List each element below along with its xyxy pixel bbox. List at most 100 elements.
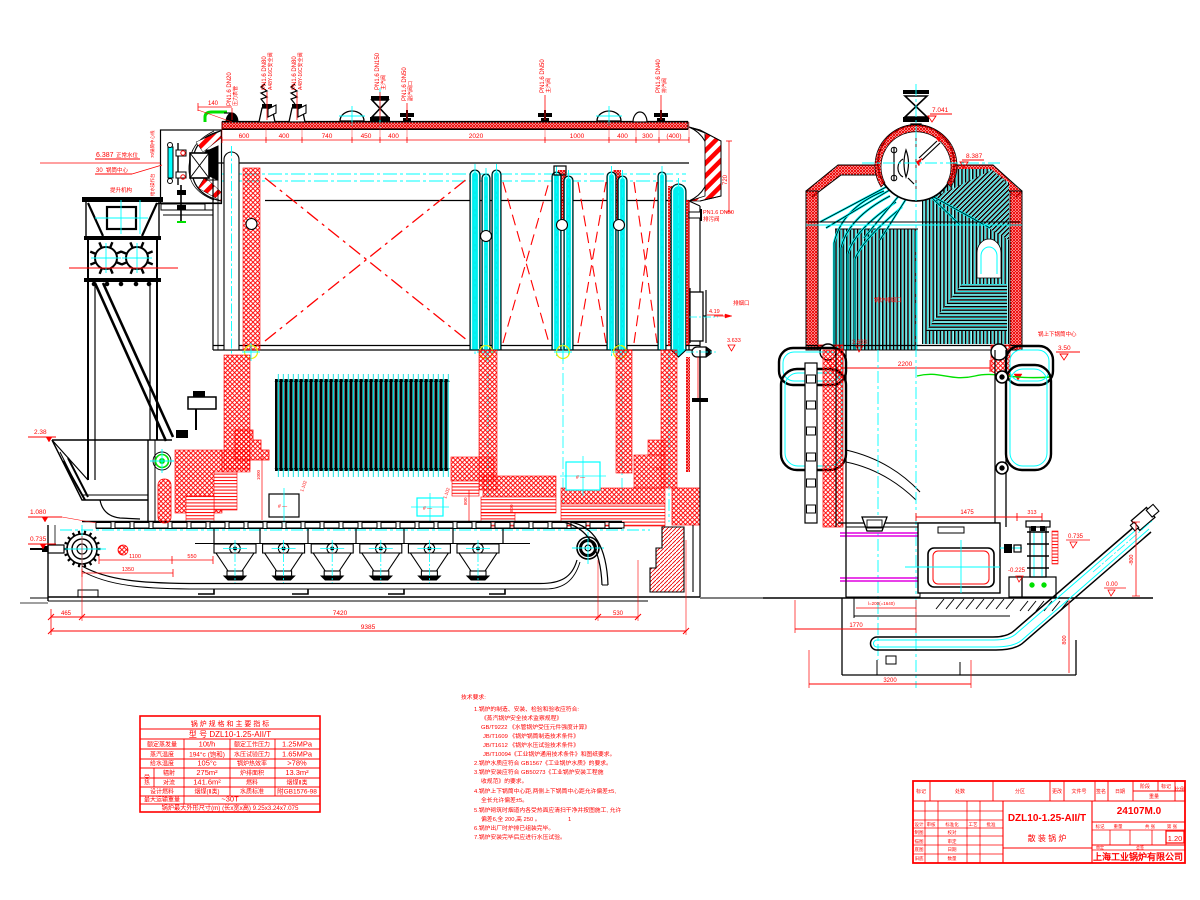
svg-text:水压试验压力: 水压试验压力	[234, 751, 270, 759]
svg-text:6.锅炉出厂时炉排已组装完毕。: 6.锅炉出厂时炉排已组装完毕。	[474, 824, 554, 832]
svg-text:3.633: 3.633	[727, 338, 741, 344]
svg-text:收规范》的要求。: 收规范》的要求。	[481, 777, 527, 785]
svg-text:JB/T10094《工业锅炉通用技术条件》和图纸要求。: JB/T10094《工业锅炉通用技术条件》和图纸要求。	[483, 750, 615, 758]
svg-text:额定工作压力: 额定工作压力	[234, 741, 270, 749]
svg-text:800: 800	[1062, 635, 1068, 644]
svg-text:3200: 3200	[883, 678, 897, 684]
svg-text:A48Y-16C安全阀: A48Y-16C安全阀	[297, 52, 304, 90]
svg-text:10t/h: 10t/h	[199, 740, 216, 749]
svg-text:设计: 设计	[915, 821, 924, 828]
svg-text:1: 1	[568, 817, 571, 823]
svg-text:1.102: 1.102	[299, 480, 308, 493]
svg-text:技术要求:: 技术要求:	[461, 693, 486, 701]
svg-text:最大运输重量: 最大运输重量	[144, 796, 180, 804]
svg-text:800: 800	[509, 504, 514, 512]
svg-text:烟煤Ⅱ类: 烟煤Ⅱ类	[287, 779, 308, 787]
svg-text:4.19: 4.19	[709, 309, 720, 315]
svg-text:锅炉排烟口: 锅炉排烟口	[874, 296, 902, 304]
svg-text:给水操作台: 给水操作台	[149, 173, 156, 196]
svg-text:副汽阀口: 副汽阀口	[407, 81, 414, 101]
svg-text:1.102: 1.102	[442, 487, 451, 500]
svg-text:比例: 比例	[1175, 786, 1185, 793]
svg-text:-0.225: -0.225	[1008, 568, 1026, 574]
svg-text:# —: # —	[576, 475, 585, 481]
svg-text:日期: 日期	[948, 847, 957, 853]
svg-text:主汽阀: 主汽阀	[545, 78, 552, 93]
svg-text:热: 热	[144, 779, 150, 787]
svg-text:1.80: 1.80	[652, 466, 661, 471]
svg-text:(400): (400)	[666, 133, 681, 140]
svg-text:上海工业锅炉有限公司: 上海工业锅炉有限公司	[1093, 851, 1183, 862]
svg-text:PN1.6 DN20: PN1.6 DN20	[227, 72, 233, 106]
svg-text:13.3m²: 13.3m²	[285, 768, 309, 777]
svg-text:设计燃料: 设计燃料	[150, 788, 174, 796]
svg-text:旧底: 旧底	[915, 855, 924, 862]
svg-text:A48Y-16C安全阀: A48Y-16C安全阀	[267, 52, 274, 90]
svg-text:300: 300	[642, 133, 653, 140]
svg-text:受: 受	[144, 773, 150, 781]
svg-text:800: 800	[463, 497, 468, 505]
svg-text:530: 530	[613, 611, 624, 617]
svg-text:24107M.0: 24107M.0	[1117, 806, 1162, 817]
svg-text:分区: 分区	[1015, 788, 1025, 795]
svg-text:1.65MPa: 1.65MPa	[282, 750, 313, 759]
svg-text:附GB1576-98: 附GB1576-98	[277, 787, 317, 796]
svg-text:740: 740	[322, 133, 333, 140]
svg-text:批准: 批准	[987, 821, 996, 828]
svg-text:550: 550	[187, 554, 196, 560]
svg-text:偏差6,全 200,高 250 。: 偏差6,全 200,高 250 。	[481, 815, 541, 823]
svg-text:对流: 对流	[163, 779, 175, 787]
svg-text:处数: 处数	[955, 788, 965, 795]
svg-text:主汽阀: 主汽阀	[380, 75, 387, 90]
svg-text:排烟口: 排烟口	[733, 299, 750, 307]
svg-text:DZL10-1.25-AII/T: DZL10-1.25-AII/T	[1008, 813, 1086, 824]
svg-text:文件号: 文件号	[1071, 788, 1086, 795]
svg-text:PN1.6 DN50: PN1.6 DN50	[703, 210, 734, 216]
svg-text:2.38: 2.38	[34, 429, 47, 436]
svg-text:提升机构: 提升机构	[110, 186, 133, 194]
svg-text:锅筒中心: 锅筒中心	[106, 166, 129, 174]
svg-text:型 号 DZL10-1.25-AII/T: 型 号 DZL10-1.25-AII/T	[189, 730, 271, 739]
svg-text:3.50: 3.50	[1058, 345, 1071, 352]
svg-text:锅 炉 规 格 和 主 要 指 标: 锅 炉 规 格 和 主 要 指 标	[191, 719, 270, 728]
svg-text:0.00: 0.00	[1106, 582, 1118, 588]
svg-text:标准化: 标准化	[945, 821, 959, 828]
svg-text:制图: 制图	[915, 829, 924, 836]
svg-text:给水温度: 给水温度	[150, 760, 174, 768]
svg-text:炉排面积: 炉排面积	[240, 769, 264, 777]
svg-text:l=200(=1640): l=200(=1640)	[868, 601, 895, 606]
svg-text:重量: 重量	[1114, 823, 1123, 830]
svg-text:描图: 描图	[915, 838, 924, 845]
svg-text:阶段: 阶段	[1140, 783, 1150, 790]
svg-text:3.锅炉安装应符合 GB50273《工业锅炉安装工程施: 3.锅炉安装应符合 GB50273《工业锅炉安装工程施	[474, 768, 604, 776]
svg-text:压力表管: 压力表管	[232, 86, 239, 106]
svg-text:全长允许偏差±5。: 全长允许偏差±5。	[481, 796, 528, 804]
svg-text:GB/T9222 《水管锅炉受压元件强度计算》: GB/T9222 《水管锅炉受压元件强度计算》	[481, 723, 590, 731]
svg-text:1000: 1000	[256, 469, 261, 480]
svg-text:7.锅炉安装完毕后应进行水压试验。: 7.锅炉安装完毕后应进行水压试验。	[474, 833, 566, 841]
svg-text:排污阀: 排污阀	[703, 215, 720, 223]
svg-text:燃料: 燃料	[246, 779, 258, 787]
svg-text:PN1.6 DN150: PN1.6 DN150	[375, 52, 381, 90]
svg-text:1350: 1350	[122, 567, 134, 573]
svg-text:日期: 日期	[1115, 789, 1125, 795]
svg-text:400: 400	[279, 133, 290, 140]
svg-text:1000: 1000	[570, 133, 585, 140]
svg-text:数量: 数量	[948, 855, 957, 862]
svg-text:排汽阀: 排汽阀	[661, 78, 668, 93]
svg-text:7.041: 7.041	[932, 107, 949, 114]
svg-text:1.25MPa: 1.25MPa	[282, 740, 313, 749]
svg-text:1.20: 1.20	[1168, 834, 1183, 843]
svg-text:70锅筒中心线: 70锅筒中心线	[149, 130, 156, 158]
svg-text:# —: # —	[278, 504, 287, 510]
svg-text:PN1.6 DN80: PN1.6 DN80	[292, 56, 298, 90]
svg-text:141.6m²: 141.6m²	[193, 778, 221, 787]
svg-text:720: 720	[723, 174, 729, 185]
svg-text:锅上下锅筒中心: 锅上下锅筒中心	[1038, 330, 1077, 338]
svg-text:# —: # —	[423, 506, 432, 512]
svg-text:450: 450	[361, 133, 372, 140]
svg-text:审定: 审定	[948, 838, 957, 845]
svg-text:PN1.6 DN40: PN1.6 DN40	[656, 59, 662, 93]
svg-text:校对: 校对	[948, 829, 957, 836]
svg-text:辐射: 辐射	[163, 769, 175, 777]
